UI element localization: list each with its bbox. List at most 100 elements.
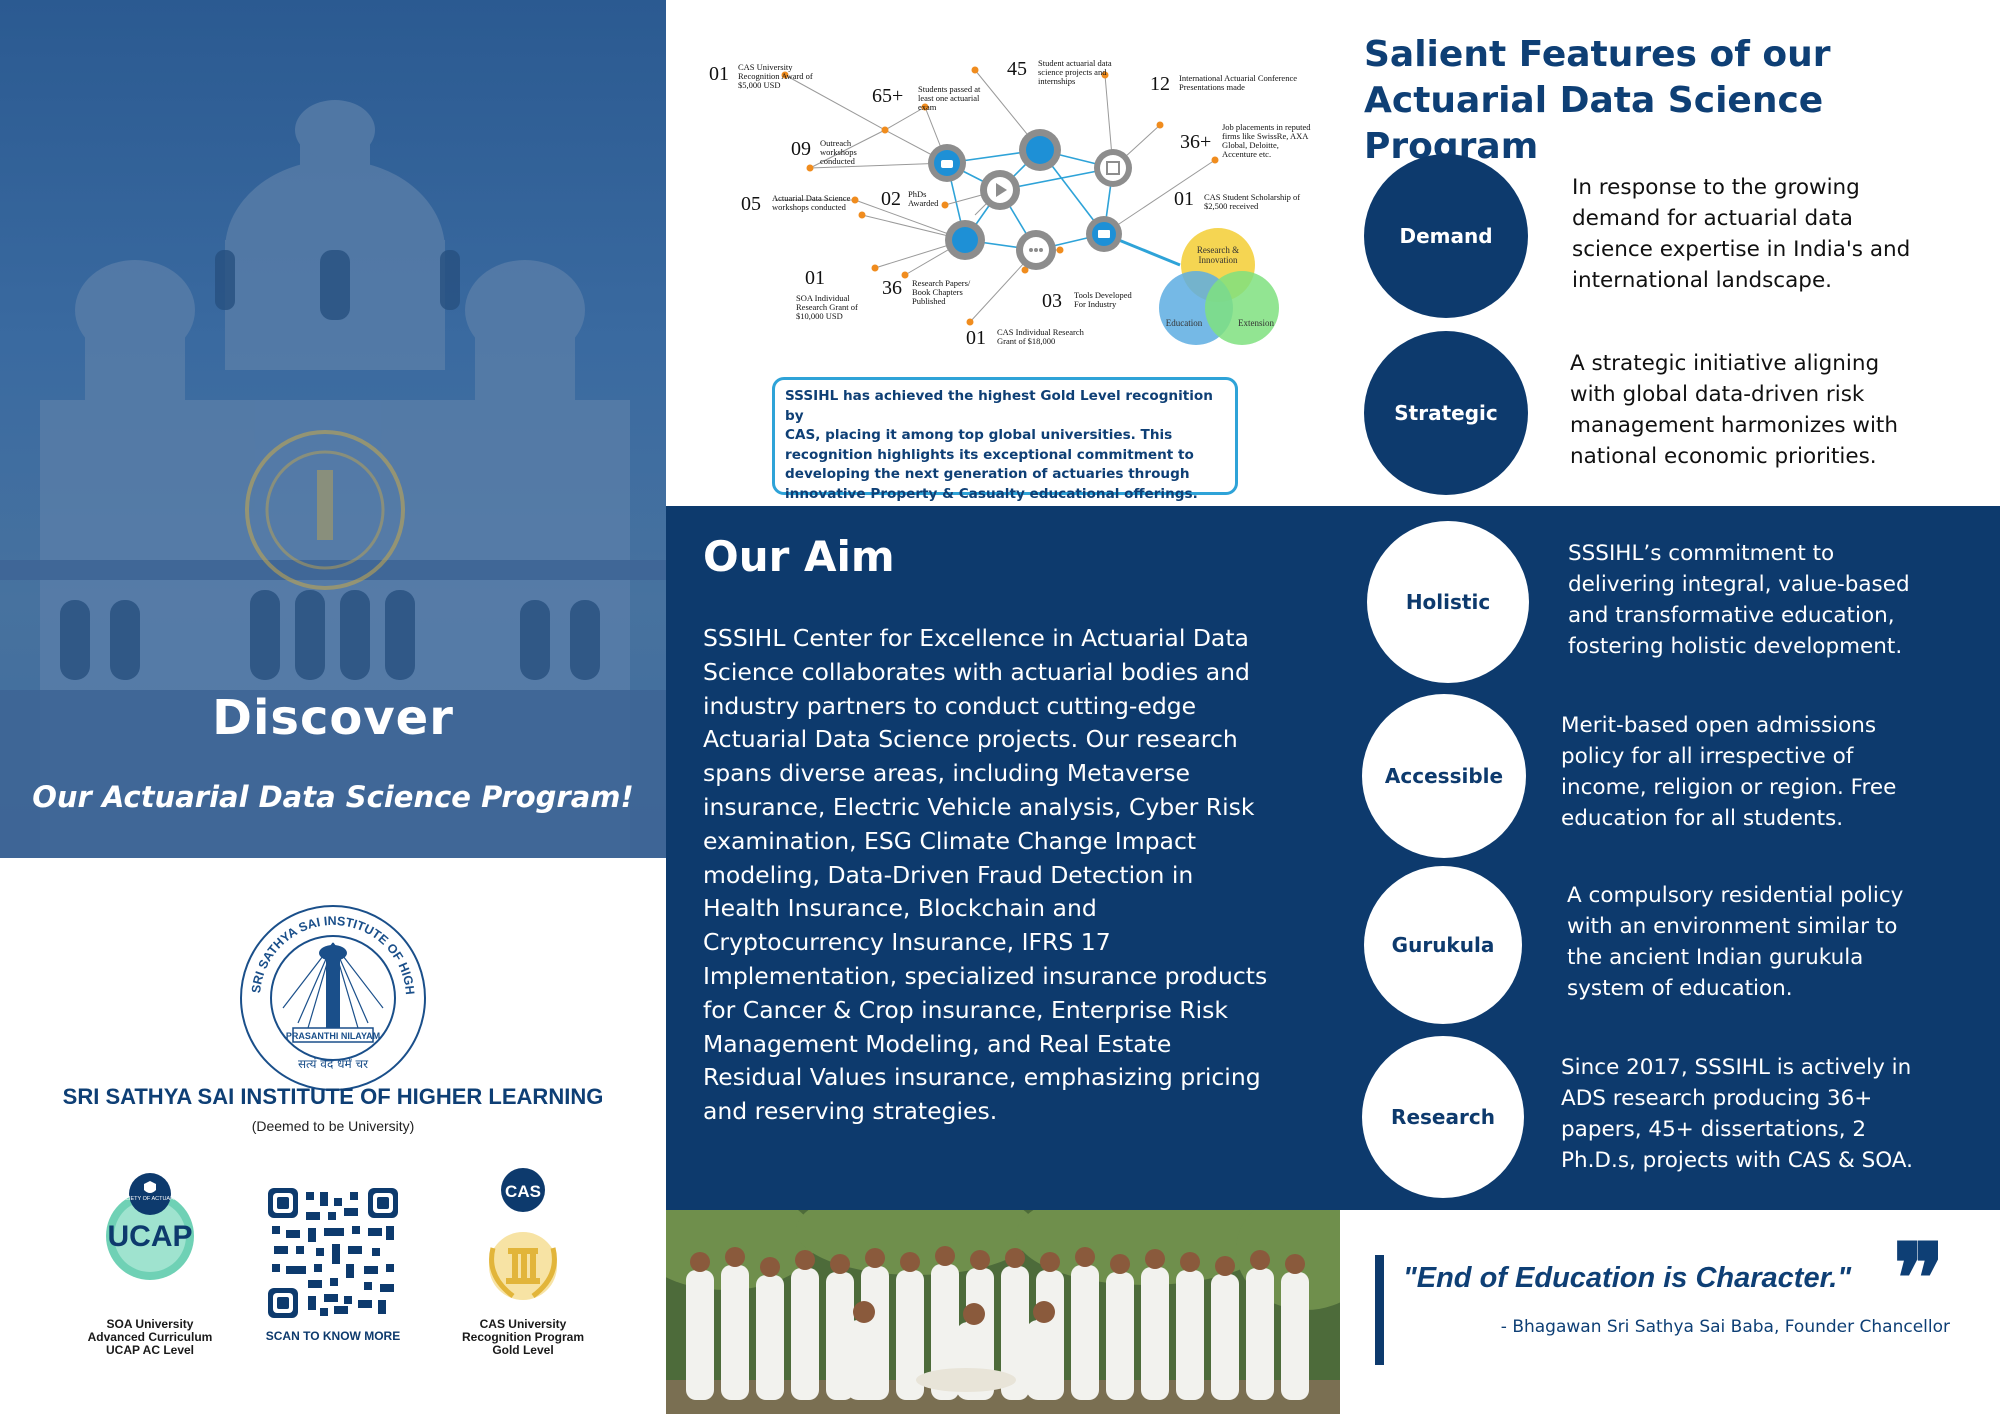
svg-text:Outreach: Outreach [820, 138, 852, 148]
svg-text:conducted: conducted [820, 156, 856, 166]
stat-placements: 36+ Job placements in reputed firms like… [1180, 122, 1311, 159]
svg-text:CAS University: CAS University [738, 62, 793, 72]
svg-text:Published: Published [912, 296, 946, 306]
svg-text:Book Chapters: Book Chapters [912, 287, 963, 297]
feature-circle-gurukula: Gurukula [1364, 866, 1522, 1024]
feature-circle-accessible: Accessible [1362, 694, 1526, 858]
quote-attribution: - Bhagawan Sri Sathya Sai Baba, Founder … [1500, 1317, 1950, 1337]
stat-scholarship: 01 CAS Student Scholarship of $2,500 rec… [1174, 188, 1300, 211]
stat-outreach: 09 Outreach workshops conducted [791, 138, 857, 166]
aim-body: SSSIHL Center for Excellence in Actuaria… [703, 624, 1268, 1126]
qr-caption: SCAN TO KNOW MORE [265, 1329, 401, 1343]
svg-text:Research &: Research & [1197, 245, 1239, 255]
institute-subtitle: (Deemed to be University) [251, 1118, 415, 1134]
svg-text:CAS Individual Research: CAS Individual Research [997, 327, 1085, 337]
svg-text:CAS Student Scholarship of: CAS Student Scholarship of [1204, 192, 1300, 202]
feature-circle-strategic: Strategic [1364, 331, 1528, 495]
svg-text:Student actuarial data: Student actuarial data [1038, 58, 1112, 68]
svg-text:01: 01 [1174, 188, 1194, 210]
svg-text:05: 05 [741, 193, 761, 215]
svg-text:12: 12 [1150, 73, 1170, 95]
feature-circle-research: Research [1362, 1036, 1524, 1198]
svg-text:09: 09 [791, 138, 811, 160]
svg-text:Research Papers/: Research Papers/ [912, 278, 971, 288]
hero-title: Discover [212, 690, 454, 746]
feature-circle-holistic: Holistic [1367, 521, 1529, 683]
stat-projects: 45 Student actuarial data science projec… [1007, 58, 1112, 86]
svg-text:workshops: workshops [820, 147, 857, 157]
svg-text:science projects and: science projects and [1038, 67, 1107, 77]
ucap-badge: SOCIETY OF ACTUARIES UCAP [95, 1172, 205, 1312]
salient-features-title: Salient Features of our Actuarial Data S… [1364, 34, 1831, 167]
achievements-network-infographic: Research & Innovation Education Extensio… [709, 58, 1311, 349]
svg-text:UCAP: UCAP [107, 1220, 192, 1253]
svg-text:Job placements in reputed: Job placements in reputed [1222, 122, 1311, 132]
svg-text:SOA Individual: SOA Individual [796, 293, 850, 303]
svg-text:Grant of $18,000: Grant of $18,000 [997, 336, 1055, 346]
cas-gold-badge: CAS [489, 1168, 557, 1300]
svg-text:Students passed at: Students passed at [918, 84, 981, 94]
svg-text:02: 02 [881, 188, 901, 210]
svg-text:$2,500 received: $2,500 received [1204, 201, 1259, 211]
svg-text:01: 01 [966, 327, 986, 349]
stat-students-passed: 65+ Students passed at least one actuari… [872, 84, 981, 112]
quote-bar [1375, 1255, 1384, 1365]
aim-panel [666, 506, 1340, 1210]
hero-subtitle: Our Actuarial Data Science Program! [32, 780, 634, 814]
stat-soa-grant: 01 SOA Individual Research Grant of $10,… [796, 267, 858, 321]
svg-text:36: 36 [882, 277, 902, 299]
svg-text:65+: 65+ [872, 85, 903, 107]
svg-text:Awarded: Awarded [908, 198, 939, 208]
svg-text:Tools Developed: Tools Developed [1074, 290, 1132, 300]
hero-panel [0, 0, 666, 858]
svg-text:Actuarial Data Science: Actuarial Data Science [772, 193, 851, 203]
svg-text:workshops conducted: workshops conducted [772, 202, 847, 212]
group-photo-illustration [666, 1210, 1340, 1414]
svg-text:For Industry: For Industry [1074, 299, 1117, 309]
aim-title: Our Aim [703, 532, 895, 581]
group-photo [666, 1210, 1340, 1414]
svg-text:01: 01 [805, 267, 825, 289]
ucap-logo: SOCIETY OF ACTUARIES UCAP [106, 1173, 194, 1280]
svg-text:$10,000 USD: $10,000 USD [796, 311, 843, 321]
svg-text:सत्यं वद धर्मं चर: सत्यं वद धर्मं चर [298, 1057, 369, 1071]
svg-text:SOCIETY OF ACTUARIES: SOCIETY OF ACTUARIES [117, 1196, 183, 1202]
svg-text:firms like SwissRe, AXA: firms like SwissRe, AXA [1222, 131, 1309, 141]
svg-text:Global, Deloitte,: Global, Deloitte, [1222, 140, 1279, 150]
svg-text:PRASANTHI NILAYAM: PRASANTHI NILAYAM [286, 1031, 380, 1041]
svg-text:Research Grant of: Research Grant of [796, 302, 858, 312]
svg-text:internships: internships [1038, 76, 1075, 86]
svg-text:36+: 36+ [1180, 131, 1211, 153]
svg-text:least one actuarial: least one actuarial [918, 93, 980, 103]
svg-text:03: 03 [1042, 290, 1062, 312]
svg-text:International Actuarial Confer: International Actuarial Conference [1179, 73, 1297, 83]
building-illustration [0, 100, 666, 858]
svg-text:Accenture etc.: Accenture etc. [1222, 149, 1271, 159]
svg-text:01: 01 [709, 63, 729, 85]
institute-name: SRI SATHYA SAI INSTITUTE OF HIGHER LEARN… [62, 1084, 604, 1109]
svg-text:PhDs: PhDs [908, 189, 926, 199]
stat-workshops: 05 Actuarial Data Science workshops cond… [741, 193, 851, 215]
quote-mark-icon: ❞ [1893, 1226, 1945, 1333]
svg-text:Education: Education [1166, 318, 1203, 328]
gold-recognition-box: SSSIHL has achieved the highest Gold Lev… [772, 377, 1238, 502]
cas-caption: CAS University Recognition Program Gold … [461, 1317, 584, 1357]
svg-text:45: 45 [1007, 58, 1027, 80]
qr-code[interactable] [268, 1188, 398, 1318]
svg-text:Recognition Award of: Recognition Award of [738, 71, 813, 81]
ucap-caption: SOA University Advanced Curriculum UCAP … [87, 1317, 213, 1357]
stat-cas-grant: 01 CAS Individual Research Grant of $18,… [966, 327, 1085, 349]
stat-research-papers: 36 Research Papers/ Book Chapters Publis… [882, 277, 971, 306]
svg-text:Presentations made: Presentations made [1179, 82, 1245, 92]
svg-text:CAS: CAS [505, 1182, 541, 1201]
svg-text:Innovation: Innovation [1199, 255, 1238, 265]
stat-conferences: 12 International Actuarial Conference Pr… [1150, 73, 1297, 95]
quote-text: "End of Education is Character." [1403, 1262, 1852, 1294]
stat-tools: 03 Tools Developed For Industry [1042, 290, 1132, 312]
